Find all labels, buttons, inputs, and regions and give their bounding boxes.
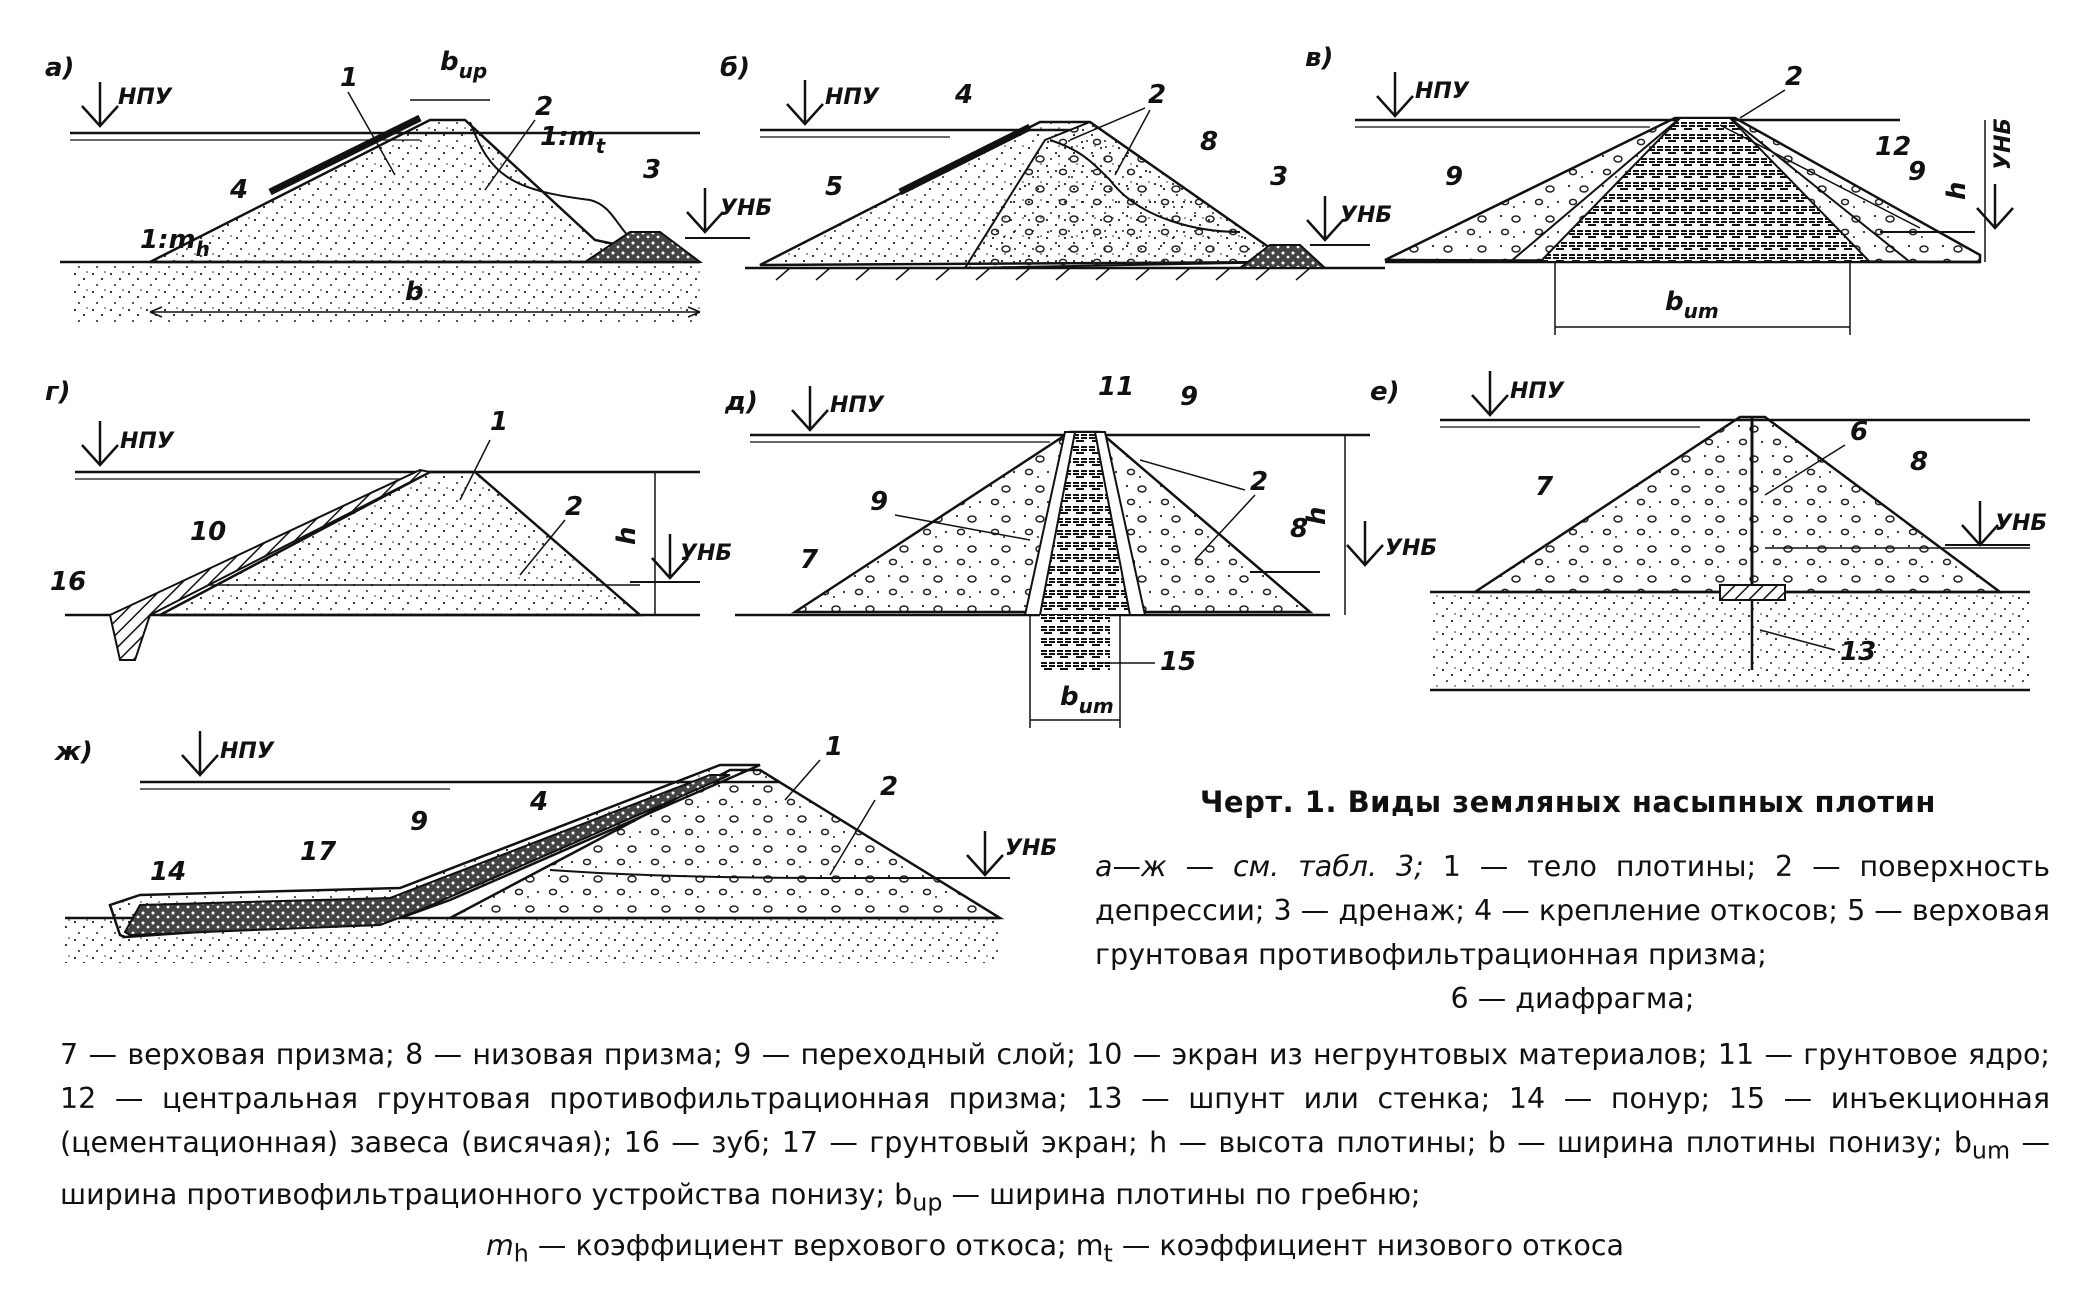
panel-zh-tag: ж) (54, 737, 93, 767)
panel-d: д) НПУ bum УНБ h 11 9 2 9 7 8 15 (724, 372, 1437, 728)
panel-zh-num-4: 4 (529, 787, 548, 817)
panel-g: г) НПУ УНБ h 1 2 10 16 (45, 377, 732, 661)
panel-b-unb: УНБ (1340, 203, 1392, 228)
panel-v-num-12: 12 (1875, 132, 1911, 162)
panel-e-tag: е) (1370, 377, 1400, 407)
panel-d-num-2: 2 (1250, 467, 1268, 497)
panel-v-h: h (1942, 181, 1972, 200)
caption-ref: а—ж — см. табл. 3; (1095, 850, 1424, 883)
panel-a-unb: УНБ (720, 196, 772, 221)
panel-d-curtain (1040, 615, 1110, 670)
panel-b-num-3: 3 (1270, 162, 1288, 192)
caption-bup-sub: up (912, 1188, 943, 1217)
panel-zh-num-17: 17 (300, 837, 337, 867)
panel-d-h: h (1302, 506, 1332, 525)
panel-d-num-9: 9 (1180, 382, 1198, 412)
panel-g-h: h (612, 526, 642, 545)
panel-d-npu: НПУ (830, 393, 885, 418)
panel-e-num-7: 7 (1535, 472, 1554, 502)
panel-g-unb: УНБ (680, 541, 732, 566)
panel-b-num-2: 2 (1148, 80, 1166, 110)
panel-b-downstream-prism (963, 120, 1294, 270)
figure-title: Черт. 1. Виды земляных насыпных плотин (1200, 785, 1936, 819)
panel-v-tag: в) (1305, 43, 1333, 73)
panel-g-npu: НПУ (120, 429, 175, 454)
caption-bum-sub: um (1971, 1136, 2011, 1165)
panel-b: б) НПУ УНБ 4 2 8 5 3 (720, 53, 1392, 281)
panel-a-bup-label: bup (440, 47, 487, 83)
panel-a-foundation (70, 262, 700, 322)
panel-d-num-15: 15 (1160, 647, 1196, 677)
panel-v-unb: УНБ (1991, 118, 2016, 170)
panel-b-npu: НПУ (825, 85, 880, 110)
panel-v-bum: bum (1665, 287, 1719, 323)
panel-e: е) НПУ УНБ 6 7 8 13 (1370, 369, 2047, 692)
panel-d-num-7: 7 (800, 545, 819, 575)
panel-b-tag: б) (720, 53, 750, 83)
panel-zh-earth-screen (123, 774, 731, 937)
panel-zh-num-14: 14 (150, 857, 186, 887)
panel-zh: ж) НПУ УНБ 1 2 4 9 17 14 (54, 729, 1057, 963)
caption-bottom-text-1: 7 — верховая призма; 8 — низовая призма;… (60, 1038, 2050, 1159)
panel-e-num-8: 8 (1910, 447, 1928, 477)
panel-b-num-4: 4 (954, 80, 973, 110)
panel-d-num-8: 8 (1290, 514, 1308, 544)
panel-e-npu: НПУ (1510, 379, 1565, 404)
panel-d-num-11: 11 (1098, 372, 1134, 402)
panel-a-num-2: 2 (535, 92, 553, 122)
panel-b-num-5: 5 (825, 172, 843, 202)
panel-d-num-9b: 9 (870, 487, 888, 517)
panel-a-num-1: 1 (340, 63, 358, 93)
panel-g-tag: г) (45, 377, 70, 407)
panel-zh-num-1: 1 (825, 732, 843, 762)
panel-a-tag: а) (45, 53, 74, 83)
panel-zh-depression-line (549, 869, 960, 879)
panel-v: в) НПУ УНБ h bum 2 9 12 9 (1305, 43, 2016, 335)
panel-a-b-label: b (405, 277, 424, 307)
panel-v-npu: НПУ (1415, 79, 1470, 104)
panel-v-num-9b: 9 (1908, 157, 1926, 187)
panel-a-num-3: 3 (643, 155, 661, 185)
panel-zh-num-9: 9 (410, 807, 428, 837)
panel-d-unb: УНБ (1385, 536, 1437, 561)
panel-g-num-16: 16 (50, 567, 86, 597)
caption-last-line: mh — коэффициент верхового откоса; mt — … (486, 1229, 1624, 1269)
panel-e-num-13: 13 (1840, 637, 1876, 667)
caption-bottom-text-3: — ширина плотины по гребню; (942, 1177, 1421, 1211)
panel-d-bum: bum (1060, 682, 1114, 718)
panel-a-depression-line (469, 121, 631, 239)
panel-g-num-10: 10 (190, 517, 226, 547)
caption-bottom: 7 — верховая призма; 8 — низовая призма;… (60, 1033, 2050, 1276)
panel-a: а) НПУ УНБ b bup 1 2 3 4 1:mh 1:mt (45, 47, 772, 322)
caption-right: а—ж — см. табл. 3; 1 — тело плотины; 2 —… (1095, 845, 2050, 1021)
panel-g-num-1: 1 (490, 407, 508, 437)
panel-g-screen (108, 468, 434, 661)
panel-e-num-6: 6 (1850, 417, 1868, 447)
panel-a-num-4: 4 (229, 175, 248, 205)
panel-b-num-8: 8 (1200, 127, 1218, 157)
panel-b-depression-line (1049, 139, 1241, 233)
panel-d-tag: д) (724, 387, 758, 417)
panel-a-drain (581, 231, 703, 263)
caption-bottom-text-2: — ширина противофильтрационного устройст… (60, 1126, 2050, 1211)
panel-a-npu: НПУ (118, 85, 173, 110)
panel-a-mh: 1:mh (140, 225, 210, 261)
panel-a-mt: 1:mt (540, 122, 607, 158)
panel-e-unb: УНБ (1995, 511, 2047, 536)
panel-v-num-9a: 9 (1445, 162, 1463, 192)
panel-zh-num-2: 2 (880, 772, 898, 802)
panel-g-num-2: 2 (565, 492, 583, 522)
panel-zh-npu: НПУ (220, 739, 275, 764)
caption-right-text: 1 — тело плотины; 2 — поверхность депрес… (1095, 850, 2050, 971)
panel-v-num-2: 2 (1785, 62, 1803, 92)
caption-item-6: 6 — диафрагма; (1450, 982, 1695, 1015)
panel-zh-unb: УНБ (1005, 836, 1057, 861)
